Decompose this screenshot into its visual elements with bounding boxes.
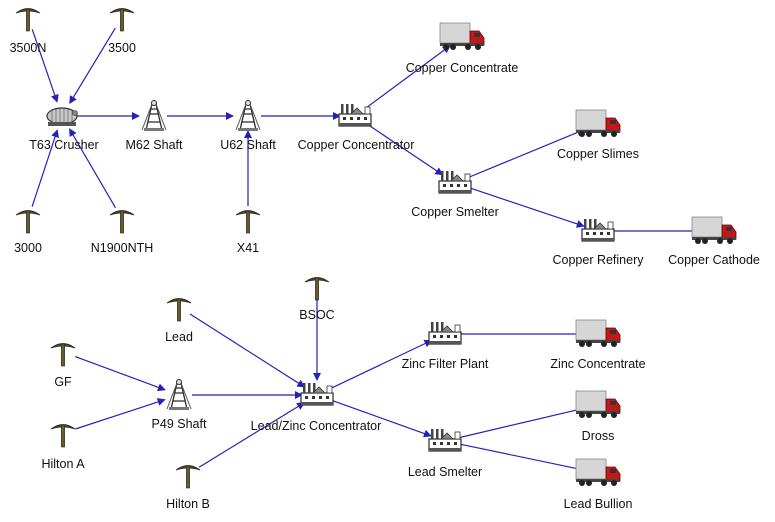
- node-n3500[interactable]: 3500: [108, 8, 136, 56]
- truck-icon: [575, 109, 621, 137]
- node-label: Copper Cathode: [668, 253, 760, 267]
- node-label: Copper Concentrator: [298, 138, 415, 152]
- pickaxe-icon: [50, 343, 76, 367]
- truck-icon: [575, 390, 621, 418]
- node-cuconc[interactable]: Copper Concentrator: [298, 104, 415, 152]
- node-n3000[interactable]: 3000: [14, 210, 42, 256]
- truck-icon: [691, 216, 737, 244]
- factory-icon: [338, 104, 372, 127]
- node-label: Zinc Filter Plant: [402, 357, 489, 371]
- edge-n3500-to-crusher: [69, 27, 116, 105]
- node-gf[interactable]: GF: [50, 343, 76, 390]
- node-cuslimes[interactable]: Copper Slimes: [557, 109, 639, 161]
- node-label: Lead Smelter: [408, 465, 482, 479]
- edge-cusmelter-to-curefinery: [467, 186, 585, 228]
- headframe-icon: [141, 100, 167, 131]
- headframe-icon: [166, 379, 192, 410]
- pickaxe-icon: [15, 210, 41, 234]
- node-curefinery[interactable]: Copper Refinery: [552, 219, 644, 267]
- pickaxe-icon: [15, 8, 41, 32]
- node-lzconc[interactable]: Lead/Zinc Concentrator: [251, 383, 382, 433]
- edge-lzconc-to-leadsmelter: [328, 398, 432, 438]
- crusher-icon: [46, 107, 78, 126]
- pickaxe-icon: [175, 465, 201, 489]
- node-zincconc[interactable]: Zinc Concentrate: [550, 319, 646, 371]
- edge-lead-to-lzconc: [189, 313, 306, 388]
- edge-gf-to-p49: [74, 355, 166, 392]
- truck-icon: [575, 458, 621, 486]
- pickaxe-icon: [109, 210, 135, 234]
- node-label: Copper Slimes: [557, 147, 639, 161]
- pickaxe-icon: [109, 8, 135, 32]
- node-cusmelter[interactable]: Copper Smelter: [411, 171, 499, 219]
- node-dross[interactable]: Dross: [575, 390, 621, 443]
- node-label: Hilton B: [166, 497, 210, 511]
- edge-leadsmelter-to-dross: [457, 406, 585, 439]
- node-label: Hilton A: [41, 457, 85, 471]
- node-label: GF: [54, 375, 72, 389]
- node-u62[interactable]: U62 Shaft: [220, 100, 276, 153]
- edge-n3000-to-crusher: [31, 129, 59, 207]
- node-cucathode[interactable]: Copper Cathode: [668, 216, 760, 267]
- node-label: M62 Shaft: [126, 138, 184, 152]
- factory-icon: [581, 219, 615, 242]
- pickaxe-icon: [235, 210, 261, 234]
- node-label: N1900NTH: [91, 241, 154, 255]
- node-cuconcentrate[interactable]: Copper Concentrate: [406, 22, 519, 75]
- node-label: P49 Shaft: [152, 417, 207, 431]
- pickaxe-icon: [166, 298, 192, 322]
- node-x41[interactable]: X41: [235, 210, 261, 256]
- factory-icon: [428, 322, 462, 345]
- node-n1900[interactable]: N1900NTH: [91, 210, 154, 256]
- node-bsoc[interactable]: BSOC: [299, 277, 335, 323]
- node-p49[interactable]: P49 Shaft: [152, 379, 207, 432]
- node-lead[interactable]: Lead: [165, 298, 193, 345]
- edge-cuconc-to-cusmelter: [365, 122, 444, 176]
- node-label: X41: [237, 241, 259, 255]
- edge-n3500N-to-crusher: [31, 29, 59, 103]
- pickaxe-icon: [304, 277, 330, 301]
- node-label: Copper Concentrate: [406, 61, 519, 75]
- truck-icon: [439, 22, 485, 50]
- pickaxe-icon: [50, 424, 76, 448]
- node-label: 3500: [108, 41, 136, 55]
- node-crusher[interactable]: T63 Crusher: [29, 107, 99, 152]
- node-label: Copper Refinery: [552, 253, 644, 267]
- node-leadsmelter[interactable]: Lead Smelter: [408, 429, 482, 479]
- node-label: Copper Smelter: [411, 205, 499, 219]
- node-label: T63 Crusher: [29, 138, 98, 152]
- edge-layer: [31, 27, 700, 473]
- truck-icon: [575, 319, 621, 347]
- node-leadbullion[interactable]: Lead Bullion: [564, 458, 633, 511]
- factory-icon: [428, 429, 462, 452]
- node-m62[interactable]: M62 Shaft: [126, 100, 184, 153]
- node-label: 3000: [14, 241, 42, 255]
- factory-icon: [438, 171, 472, 194]
- edge-lzconc-to-zincfilter: [328, 339, 433, 390]
- node-label: Zinc Concentrate: [550, 357, 645, 371]
- node-label: Lead: [165, 330, 193, 344]
- edge-n1900-to-crusher: [69, 128, 117, 209]
- node-hiltona[interactable]: Hilton A: [41, 424, 85, 472]
- node-hiltonb[interactable]: Hilton B: [166, 465, 210, 512]
- edge-cusmelter-to-cuslimes: [466, 128, 586, 179]
- node-label: Lead/Zinc Concentrator: [251, 419, 382, 433]
- headframe-icon: [235, 100, 261, 131]
- node-n3500N[interactable]: 3500N: [10, 8, 47, 56]
- edge-leadsmelter-to-leadbullion: [457, 443, 585, 473]
- edge-cuconc-to-cuconcentrate: [365, 45, 451, 109]
- edge-hiltonb-to-lzconc: [198, 402, 306, 468]
- node-zincfilter[interactable]: Zinc Filter Plant: [402, 322, 489, 371]
- node-label: Lead Bullion: [564, 497, 633, 511]
- edge-hiltona-to-p49: [75, 398, 166, 430]
- factory-icon: [300, 383, 334, 406]
- node-label: 3500N: [10, 41, 47, 55]
- node-label: BSOC: [299, 308, 334, 322]
- node-label: Dross: [582, 429, 615, 443]
- node-label: U62 Shaft: [220, 138, 276, 152]
